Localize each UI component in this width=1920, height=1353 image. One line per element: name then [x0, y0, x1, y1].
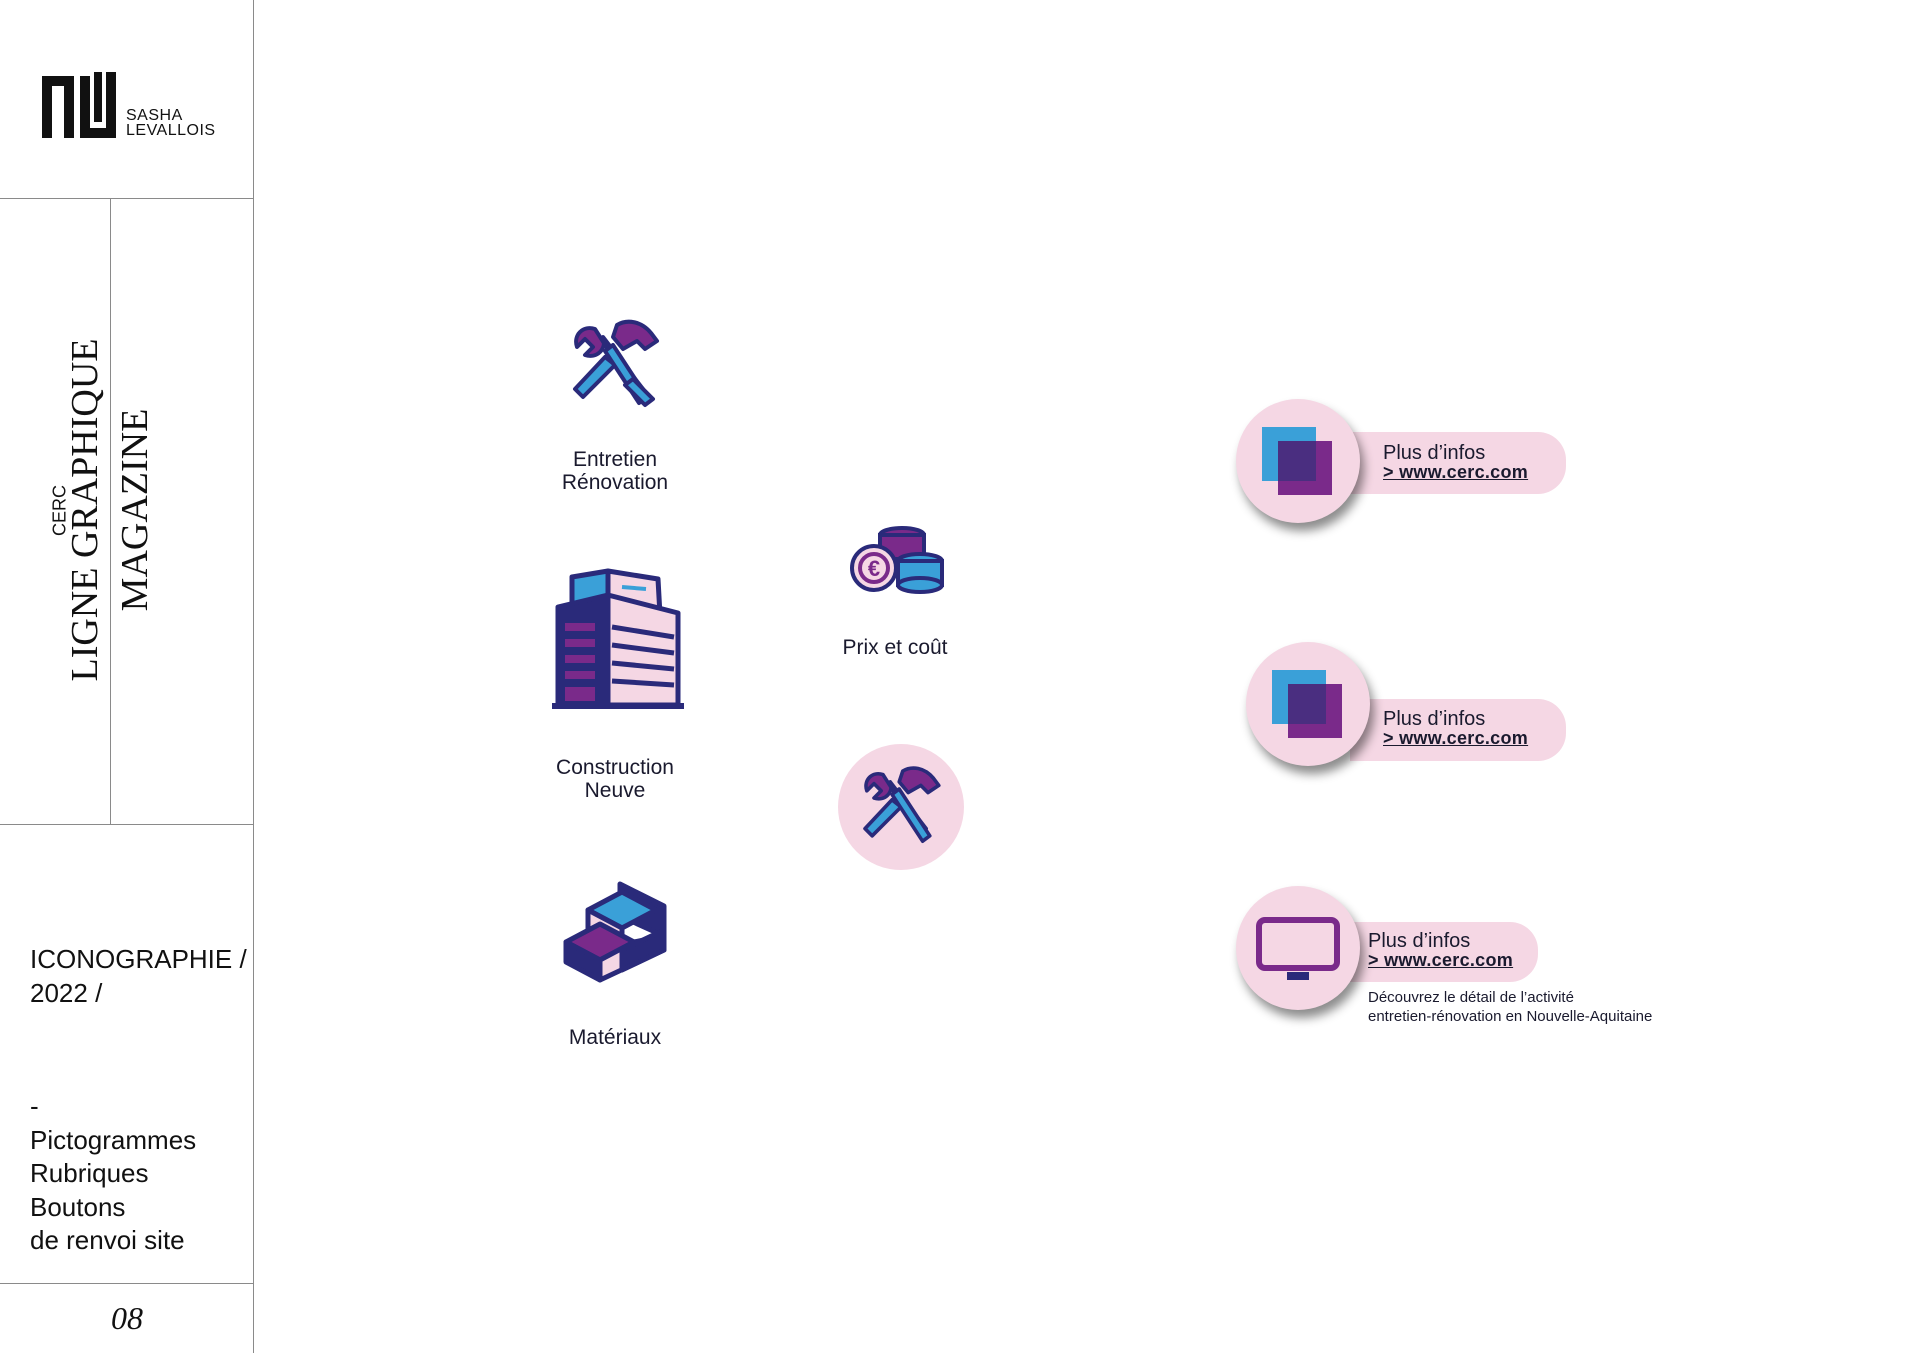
picto-caption-line1: Prix et coût — [842, 636, 948, 659]
picto-caption-line1: Construction — [556, 756, 674, 779]
section-item: Boutons — [30, 1191, 126, 1222]
logo-name-last: LEVALLOIS — [126, 122, 216, 139]
coins-euro-icon: € — [848, 523, 948, 608]
more-info-label: Plus d’infos — [1368, 930, 1471, 952]
section-heading-line2: 2022 / — [30, 978, 103, 1008]
document-title-line2: MAGAZINE — [114, 408, 156, 612]
logo-icon — [42, 72, 122, 143]
section-heading: ICONOGRAPHIE / 2022 / — [30, 942, 247, 1010]
more-info-label: Plus d’infos — [1383, 708, 1486, 730]
more-info-pill[interactable] — [1336, 922, 1538, 982]
logo-name-first: SASHA — [126, 107, 183, 124]
more-info-button[interactable] — [1236, 399, 1360, 523]
monitor-icon — [1256, 917, 1340, 980]
building-icon — [550, 565, 685, 715]
bricks-icon — [560, 880, 680, 995]
more-info-link[interactable]: > www.cerc.com — [1383, 728, 1529, 748]
rubrique-tools-button[interactable] — [838, 744, 964, 870]
picto-caption: Entretien Rénovation — [520, 448, 710, 494]
more-info-text: Plus d’infos > www.cerc.com — [1368, 930, 1514, 970]
more-info-text: Plus d’infos > www.cerc.com — [1383, 708, 1529, 748]
section-item: de renvoi site — [30, 1225, 185, 1255]
divider — [110, 198, 111, 824]
divider — [0, 1283, 254, 1284]
more-info-text: Plus d’infos > www.cerc.com — [1383, 442, 1529, 482]
picto-caption: Construction Neuve — [520, 756, 710, 802]
picto-caption-line2: Neuve — [584, 779, 646, 802]
document-title-line1: LIGNE GRAPHIQUE — [64, 338, 106, 682]
section-heading-line1: ICONOGRAPHIE / — [30, 944, 247, 974]
picto-caption: Prix et coût — [800, 636, 990, 659]
more-info-pill[interactable] — [1340, 432, 1566, 494]
description-line2: entretien-rénovation en Nouvelle-Aquitai… — [1368, 1008, 1653, 1025]
more-info-button[interactable] — [1236, 886, 1360, 1010]
tools-icon — [565, 315, 665, 420]
page-number: 08 — [111, 1300, 143, 1336]
squares-icon — [1272, 670, 1342, 738]
squares-icon — [1262, 427, 1332, 495]
section-dash: - — [30, 1091, 39, 1121]
section-items: - Pictogrammes Rubriques Boutons de renv… — [30, 1090, 196, 1258]
description-line1: Découvrez le détail de l’activité — [1368, 989, 1574, 1006]
divider — [0, 824, 254, 825]
picto-caption-line1: Matériaux — [568, 1026, 662, 1049]
more-info-link[interactable]: > www.cerc.com — [1383, 462, 1529, 482]
more-info-label: Plus d’infos — [1383, 442, 1486, 464]
more-info-button[interactable] — [1246, 642, 1370, 766]
sidebar: SASHA LEVALLOIS CERC LIGNE GRAPHIQUE MAG… — [0, 0, 254, 1353]
section-item: Rubriques — [30, 1158, 149, 1188]
section-item: Pictogrammes — [30, 1124, 197, 1155]
picto-caption-line2: Rénovation — [561, 471, 669, 494]
svg-text:€: € — [868, 556, 880, 581]
divider — [0, 198, 254, 199]
tools-icon — [863, 766, 941, 843]
more-info-link[interactable]: > www.cerc.com — [1368, 950, 1514, 970]
more-info-description: Découvrez le détail de l’activité entret… — [1368, 988, 1652, 1026]
picto-caption-line1: Entretien — [572, 448, 658, 471]
more-info-pill[interactable] — [1350, 699, 1566, 761]
document-title: LIGNE GRAPHIQUE MAGAZINE — [60, 310, 160, 710]
logo-text: SASHA LEVALLOIS — [126, 107, 216, 139]
picto-caption: Matériaux — [520, 1026, 710, 1049]
